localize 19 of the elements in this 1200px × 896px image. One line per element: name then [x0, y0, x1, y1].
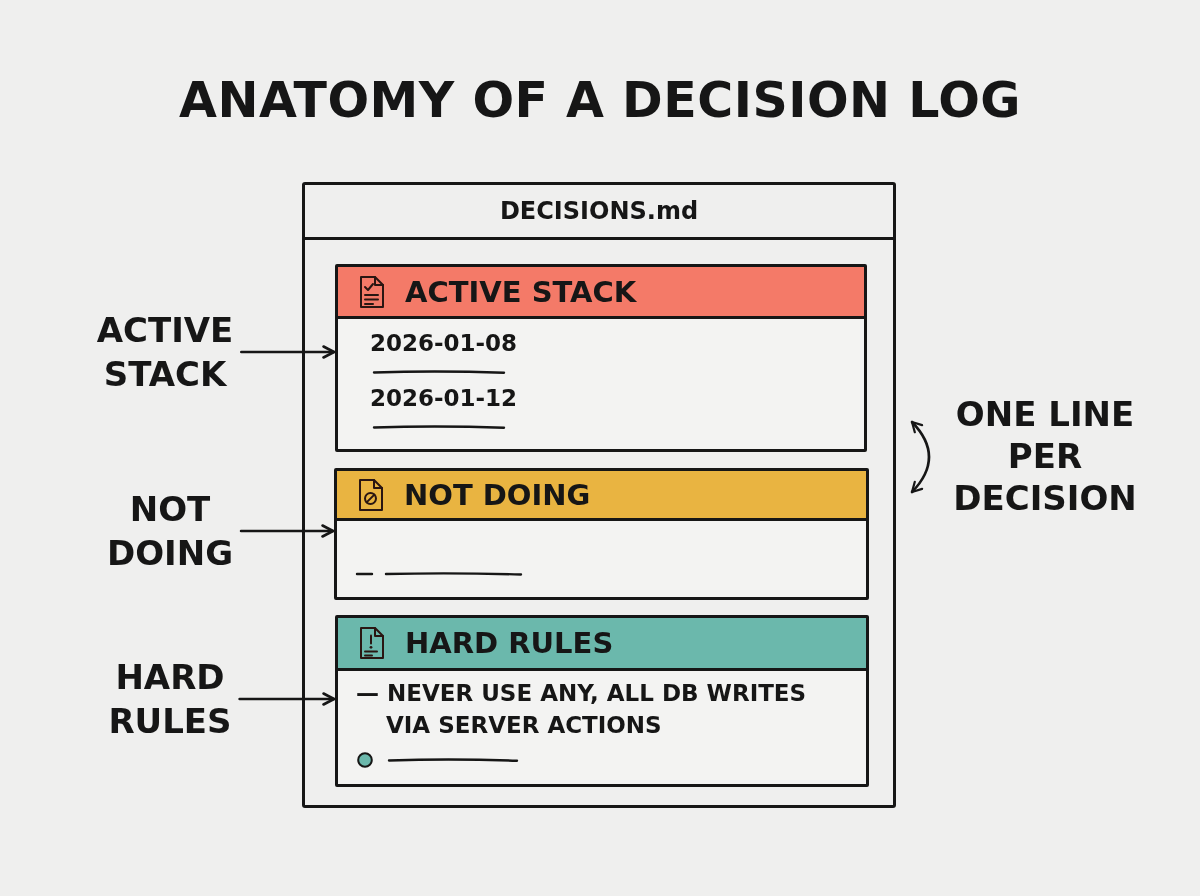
section-title: HARD RULES: [405, 626, 614, 660]
callout-label: NOT DOING: [106, 487, 234, 575]
entry-text: 2026-01-12: [370, 385, 518, 411]
arrow: [238, 692, 336, 706]
entry-text: 2026-01-08: [370, 330, 518, 356]
section-panel: [335, 264, 867, 452]
section-title: NOT DOING: [404, 477, 591, 512]
document-window: [302, 182, 896, 808]
callout-label: ACTIVE STACK: [96, 308, 234, 396]
callout-label: HARD RULES: [108, 655, 232, 743]
arrow: [240, 345, 336, 359]
diagram-title: ANATOMY OF A DECISION LOG: [179, 71, 1021, 129]
section-title: ACTIVE STACK: [405, 274, 637, 309]
entry-text: — NEVER USE ANY, ALL DB WRITES VIA SERVER ACTIONS: [356, 679, 808, 740]
file-name: DECISIONS.md: [499, 197, 699, 225]
arrow: [239, 524, 335, 538]
annotation-text: ONE LINE PER DECISION: [953, 393, 1137, 519]
section-panel: [334, 468, 869, 600]
section-panel: [335, 615, 869, 787]
